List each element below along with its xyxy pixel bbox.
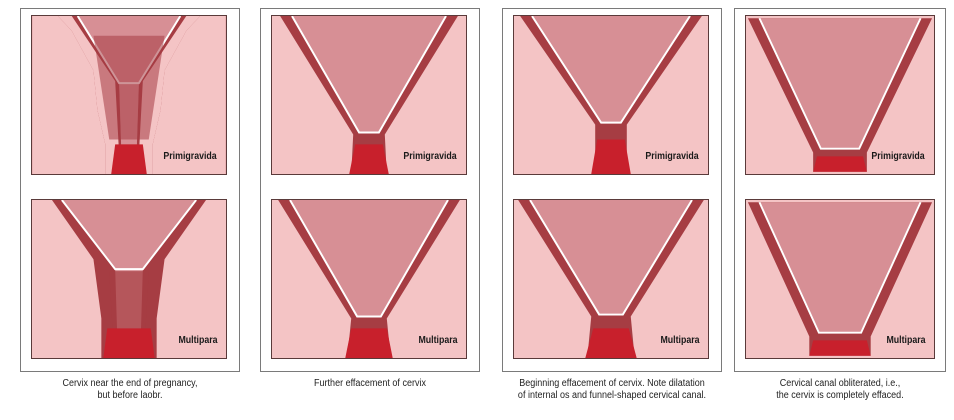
stage-2-multipara-panel: Multipara	[271, 199, 467, 359]
stage-1-caption-line-2: but before laobr.	[24, 390, 236, 402]
stage-1-multipara-label: Multipara	[177, 335, 218, 346]
stage-1-frame: Primigravida Multipara	[20, 8, 240, 372]
stage-3-caption-line-2: of internal os and funnel-shaped cervica…	[506, 390, 718, 402]
stage-3-primigravida-label: Primigravida	[645, 151, 700, 162]
stage-2-primigravida-label: Primigravida	[403, 151, 458, 162]
stage-4-frame: Primigravida Multipara	[734, 8, 946, 372]
stage-1-multipara-panel: Multipara	[31, 199, 227, 359]
stage-1-primigravida-panel: Primigravida	[31, 15, 227, 175]
stage-3-multipara-label: Multipara	[659, 335, 700, 346]
stage-1-caption-line-1: Cervix near the end of pregnancy,	[24, 378, 236, 390]
stage-3-caption-line-1: Beginning effacement of cervix. Note dil…	[506, 378, 718, 390]
stage-2-frame: Primigravida Multipara	[260, 8, 480, 372]
stage-4-caption-line-2: the cervix is completely effaced.	[734, 390, 946, 402]
stage-4-caption: Cervical canal obliterated, i.e., the ce…	[734, 378, 946, 402]
stage-3-primigravida-panel: Primigravida	[513, 15, 709, 175]
stage-2-multipara-label: Multipara	[417, 335, 458, 346]
stage-1-caption: Cervix near the end of pregnancy, but be…	[24, 378, 236, 402]
stage-4-primigravida-panel: Primigravida	[745, 15, 935, 175]
stage-4-primigravida-label: Primigravida	[871, 151, 926, 162]
stage-4-caption-line-1: Cervical canal obliterated, i.e.,	[734, 378, 946, 390]
stage-4-multipara-panel: Multipara	[745, 199, 935, 359]
stage-2-caption: Further effacement of cervix	[264, 378, 476, 390]
stage-3-frame: Primigravida Multipara	[502, 8, 722, 372]
stage-2-caption-line-1: Further effacement of cervix	[264, 378, 476, 390]
stage-4-multipara-label: Multipara	[885, 335, 926, 346]
stage-2-primigravida-panel: Primigravida	[271, 15, 467, 175]
stage-3-caption: Beginning effacement of cervix. Note dil…	[506, 378, 718, 402]
stage-3-multipara-panel: Multipara	[513, 199, 709, 359]
stage-1-primigravida-label: Primigravida	[163, 151, 218, 162]
